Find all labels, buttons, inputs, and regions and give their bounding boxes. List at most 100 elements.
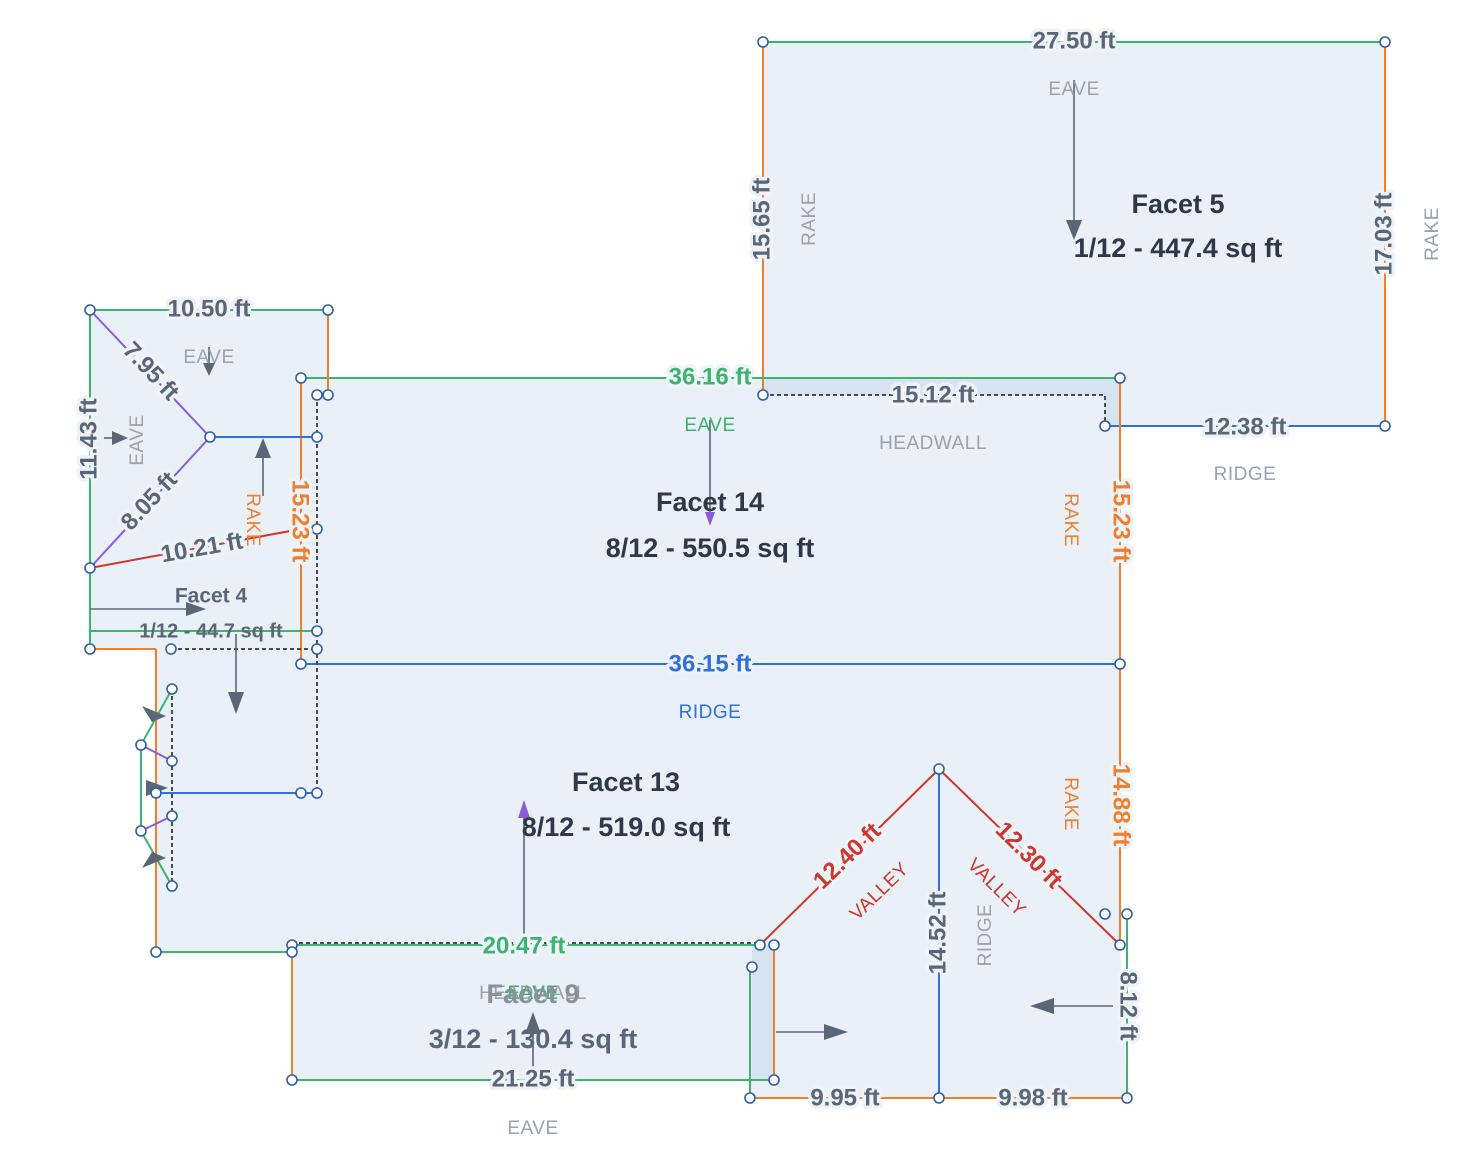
slope-arrow [776, 1024, 848, 1040]
measurement-label[interactable]: 27.50 ft [1029, 24, 1119, 58]
vertex[interactable] [1379, 36, 1391, 48]
vertices [84, 36, 1391, 1104]
vertex[interactable] [322, 304, 334, 316]
vertex[interactable] [768, 1074, 780, 1086]
measurement-label[interactable]: 10.50 ft [164, 292, 254, 326]
edge-tag: EAVE [507, 1118, 558, 1139]
vertex[interactable] [135, 739, 147, 751]
vertex[interactable] [933, 763, 945, 775]
vertex[interactable] [933, 1092, 945, 1104]
headwall-edge[interactable] [763, 394, 1106, 426]
slope-arrow [203, 347, 215, 376]
measurement-label[interactable]: 36.15 ft [665, 647, 755, 681]
edge-tag: EAVE [1048, 79, 1099, 100]
vertex[interactable] [166, 755, 178, 767]
vertex[interactable] [746, 961, 758, 973]
measurement-label[interactable]: 9.95 ft [807, 1081, 883, 1115]
vertex[interactable] [311, 431, 323, 443]
measurement-label[interactable]: 36.16 ft [665, 360, 755, 394]
facet-4-area[interactable] [90, 310, 328, 649]
slope-arrow [1030, 998, 1113, 1014]
measurement-label[interactable]: 15.12 ft [888, 378, 978, 412]
hip-edge[interactable] [89, 436, 211, 569]
vertex[interactable] [768, 939, 780, 951]
vertex[interactable] [150, 946, 162, 958]
vertex[interactable] [1121, 1092, 1133, 1104]
measurement-label[interactable]: 20.47 ft [479, 929, 569, 963]
hip-edge[interactable] [140, 744, 173, 762]
measurement-label[interactable]: 14.52 ft [921, 888, 955, 978]
edge-tag: EAVE [127, 414, 148, 465]
slope-arrow [525, 1012, 541, 1076]
edge-tag: RAKE [1060, 777, 1081, 831]
edge-tag: RIDGE [679, 702, 742, 723]
vertex[interactable] [286, 1074, 298, 1086]
edge-tag: RAKE [1060, 493, 1081, 547]
vertex[interactable] [311, 389, 323, 401]
edge-tag: HEADWALL [479, 983, 587, 1004]
measurement-label[interactable]: 14.88 ft [1104, 760, 1138, 850]
vertex[interactable] [135, 825, 147, 837]
vertex[interactable] [311, 643, 323, 655]
valley-edge[interactable] [938, 768, 1121, 946]
vertex[interactable] [295, 787, 307, 799]
measurement-label[interactable]: 15.23 ft [283, 476, 317, 566]
edge-tag: EAVE [507, 983, 558, 1004]
vertex[interactable] [311, 523, 323, 535]
vertex[interactable] [166, 683, 178, 695]
vertex[interactable] [744, 1092, 756, 1104]
vertex[interactable] [1121, 908, 1133, 920]
vertex[interactable] [166, 810, 178, 822]
vertex[interactable] [84, 562, 96, 574]
edge-tag: RAKE [799, 192, 820, 246]
measurement-label[interactable]: 8.12 ft [1111, 968, 1145, 1044]
slope-arrows [90, 80, 1113, 1076]
edge-tag: RAKE [242, 493, 263, 547]
vertex[interactable] [1114, 658, 1126, 670]
vertex[interactable] [84, 643, 96, 655]
facet-name: Facet 14 [656, 487, 764, 517]
hip-edge[interactable] [89, 309, 211, 438]
vertex[interactable] [204, 431, 216, 443]
vertex[interactable] [1114, 372, 1126, 384]
measurement-label[interactable]: 17.03 ft [1367, 189, 1401, 279]
vertex[interactable] [1379, 420, 1391, 432]
facet-name: Facet 9 [486, 979, 579, 1009]
valley-edge[interactable] [89, 528, 302, 569]
facet-pitch-area: 8/12 - 550.5 sq ft [606, 533, 815, 563]
vertex[interactable] [295, 658, 307, 670]
vertex[interactable] [1099, 908, 1111, 920]
edge-tag: HEADWALL [879, 433, 987, 454]
facet-labels: Facet 5 1/12 - 447.4 sq ft Facet 14 8/12… [139, 189, 1282, 1054]
vertex[interactable] [84, 304, 96, 316]
facet-13-area[interactable] [156, 649, 1127, 1098]
facet-pitch-area: 8/12 - 519.0 sq ft [522, 812, 731, 842]
headwall-strip [763, 378, 1120, 426]
measurement-label[interactable]: 15.65 ft [745, 174, 779, 264]
vertex[interactable] [754, 939, 766, 951]
facet-pitch-area: 1/12 - 44.7 sq ft [139, 620, 283, 642]
vertex[interactable] [1099, 420, 1111, 432]
vertex[interactable] [322, 389, 334, 401]
measurement-label[interactable]: 12.38 ft [1200, 410, 1290, 444]
vertex[interactable] [150, 787, 162, 799]
valley-edge[interactable] [759, 768, 940, 946]
measurement-label[interactable]: 15.23 ft [1104, 476, 1138, 566]
edge-tag: EAVE [183, 347, 234, 368]
vertex[interactable] [757, 389, 769, 401]
vertex[interactable] [1114, 939, 1126, 951]
vertex[interactable] [295, 372, 307, 384]
vertex[interactable] [311, 625, 323, 637]
measurement-label[interactable]: 9.98 ft [995, 1081, 1071, 1115]
vertex[interactable] [311, 787, 323, 799]
facet-9-area[interactable] [292, 945, 755, 1080]
vertex[interactable] [166, 880, 178, 892]
measurement-label[interactable]: 21.25 ft [488, 1062, 578, 1096]
measurement-label[interactable]: 11.43 ft [72, 395, 106, 483]
edge-tag: RIDGE [975, 904, 996, 967]
slope-arrow [518, 800, 530, 935]
vertex[interactable] [757, 36, 769, 48]
vertex[interactable] [165, 643, 177, 655]
vertex[interactable] [286, 946, 298, 958]
